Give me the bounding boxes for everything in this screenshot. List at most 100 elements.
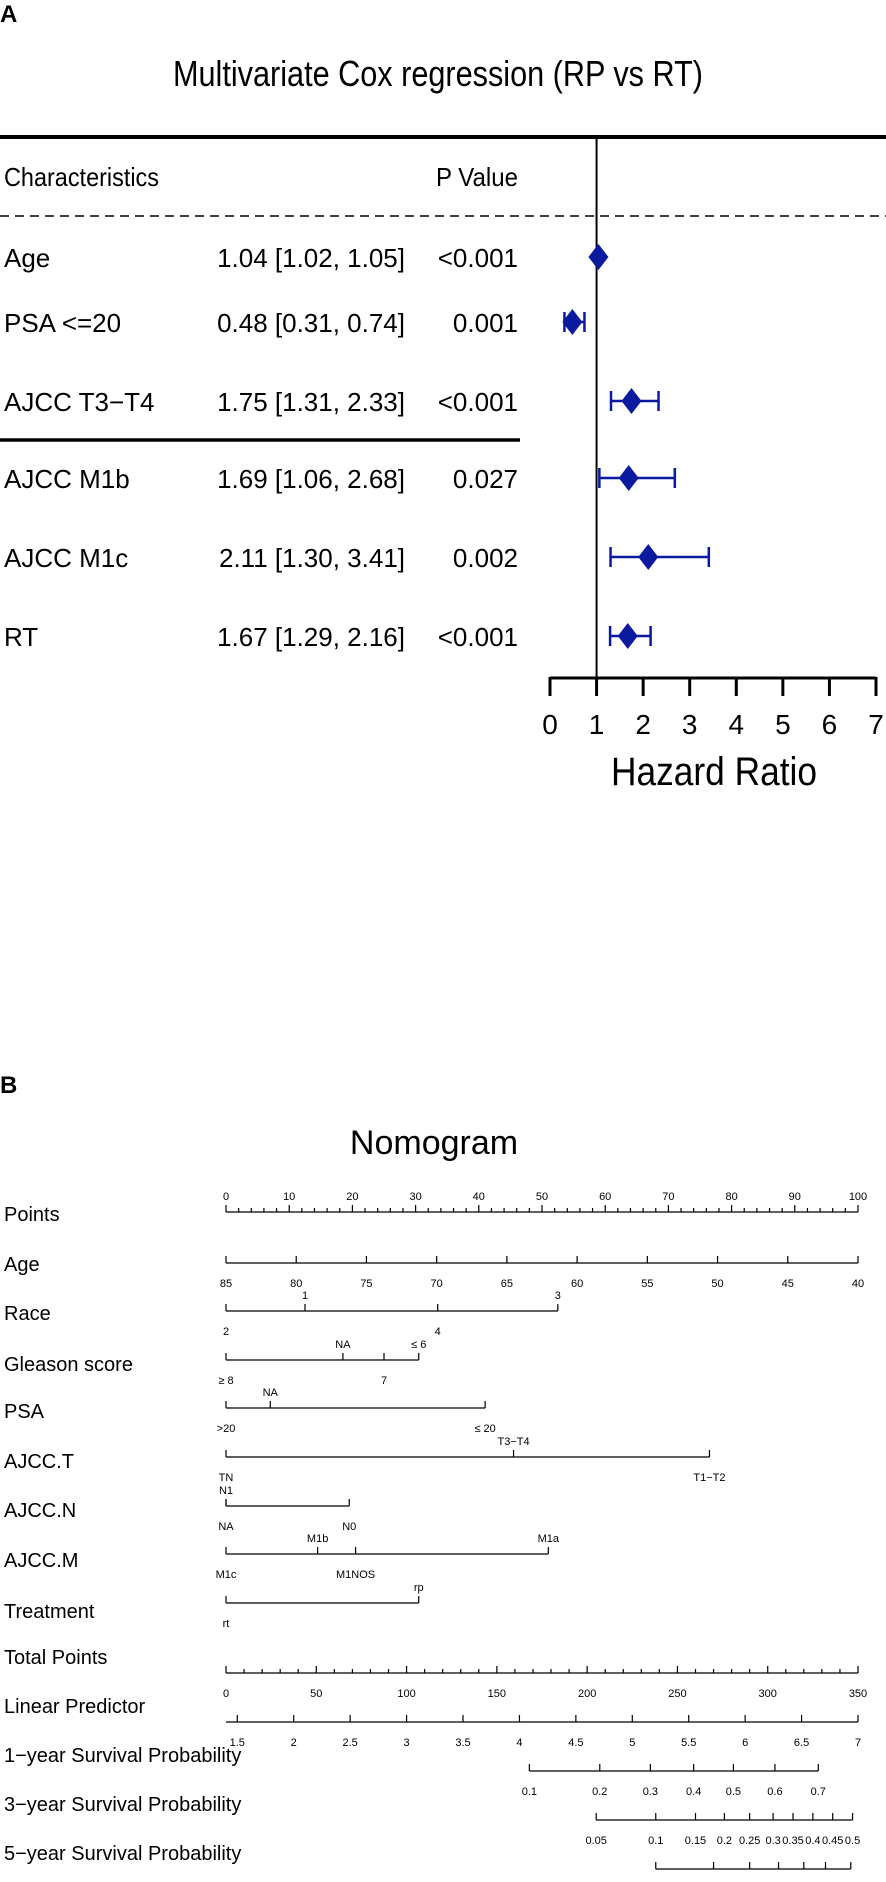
survival-tick-label: 0.2 [592,1786,607,1798]
hr-ci-text: 1.69 [1.06, 2.68] [217,464,405,494]
category-label: 2 [223,1326,229,1338]
category-label: T1−T2 [693,1472,725,1484]
points-tick-label: 50 [536,1191,548,1203]
points-tick-label: 100 [849,1191,867,1203]
points-tick-label: 40 [473,1191,485,1203]
p-value-text: <0.001 [438,387,518,417]
points-tick-label: 60 [599,1191,611,1203]
linear-predictor-tick-label: 6.5 [794,1737,809,1749]
total-points-tick-label: 300 [759,1688,777,1700]
row-label: AJCC M1b [4,464,130,494]
category-label: NA [335,1339,351,1351]
points-tick-label: 0 [223,1191,229,1203]
nomogram-row-label: Treatment [4,1601,95,1623]
survival-tick-label: 0.5 [726,1786,741,1798]
points-tick-label: 80 [725,1191,737,1203]
category-label: N0 [342,1521,356,1533]
category-label: 3 [555,1290,561,1302]
survival-tick-label: 0.1 [522,1786,537,1798]
category-label: ≥ 8 [218,1375,233,1387]
x-tick-label: 2 [635,709,651,740]
survival-tick-label: 0.6 [767,1786,782,1798]
nomogram-row-label: 1−year Survival Probability [4,1745,241,1767]
linear-predictor-tick-label: 3.5 [455,1737,470,1749]
nomogram-row-label: Race [4,1303,51,1325]
survival-tick-label: 0.3 [643,1786,658,1798]
nomogram-row-label: 3−year Survival Probability [4,1794,241,1816]
age-tick-label: 50 [711,1278,723,1290]
linear-predictor-tick-label: 4 [516,1737,522,1749]
total-points-tick-label: 200 [578,1688,596,1700]
age-tick-label: 65 [501,1278,513,1290]
points-tick-label: 90 [789,1191,801,1203]
hr-marker [617,623,638,649]
age-tick-label: 40 [852,1278,864,1290]
survival-tick-label: 0.3 [765,1835,780,1847]
points-tick-label: 30 [409,1191,421,1203]
nomogram-row-label: Total Points [4,1647,107,1669]
survival-tick-label: 0.1 [648,1835,663,1847]
linear-predictor-tick-label: 1.5 [230,1737,245,1749]
linear-predictor-tick-label: 2 [291,1737,297,1749]
category-label: rp [414,1582,424,1594]
linear-predictor-tick-label: 7 [855,1737,861,1749]
category-label: M1a [538,1533,560,1545]
category-label: TN [219,1472,234,1484]
panel-b-label: B [0,1072,17,1099]
nomogram-row-label: Gleason score [4,1354,133,1376]
row-label: RT [4,622,38,652]
survival-tick-label: 0.4 [805,1835,820,1847]
total-points-tick-label: 150 [488,1688,506,1700]
linear-predictor-tick-label: 5 [629,1737,635,1749]
panel-a-label: A [0,1,17,28]
p-value-text: 0.001 [453,308,518,338]
linear-predictor-tick-label: 4.5 [568,1737,583,1749]
category-label: M1b [307,1533,328,1545]
nomogram-row-label: Linear Predictor [4,1696,146,1718]
total-points-tick-label: 350 [849,1688,867,1700]
age-tick-label: 70 [431,1278,443,1290]
panel-a-title: Multivariate Cox regression (RP vs RT) [173,53,703,94]
age-tick-label: 80 [290,1278,302,1290]
category-label: 1 [302,1290,308,1302]
survival-tick-label: 0.15 [685,1835,706,1847]
characteristics-header: Characteristics [4,162,159,192]
total-points-tick-label: 0 [223,1688,229,1700]
age-tick-label: 85 [220,1278,232,1290]
points-tick-label: 20 [346,1191,358,1203]
total-points-tick-label: 50 [310,1688,322,1700]
x-tick-label: 7 [868,709,884,740]
linear-predictor-tick-label: 5.5 [681,1737,696,1749]
x-tick-label: 6 [822,709,838,740]
category-label: >20 [217,1423,236,1435]
p-value-text: 0.002 [453,543,518,573]
category-label: M1NOS [336,1569,375,1581]
hr-ci-text: 1.04 [1.02, 1.05] [217,243,405,273]
survival-tick-label: 0.4 [686,1786,701,1798]
points-tick-label: 10 [283,1191,295,1203]
nomogram-row-label: Points [4,1204,60,1226]
hazard-ratio-label: Hazard Ratio [611,750,817,794]
row-label: Age [4,243,50,273]
category-label: NA [218,1521,234,1533]
total-points-tick-label: 100 [397,1688,415,1700]
nomogram-row-label: PSA [4,1401,45,1423]
category-label: M1c [216,1569,237,1581]
p-value-text: <0.001 [438,622,518,652]
survival-tick-label: 0.5 [845,1835,860,1847]
x-tick-label: 3 [682,709,698,740]
panel-b-title: Nomogram [350,1124,518,1162]
row-label: PSA <=20 [4,308,121,338]
linear-predictor-tick-label: 2.5 [342,1737,357,1749]
p-value-text: 0.027 [453,464,518,494]
survival-tick-label: 0.2 [717,1835,732,1847]
survival-tick-label: 0.7 [811,1786,826,1798]
nomogram-row-label: AJCC.T [4,1451,74,1473]
p-value-text: <0.001 [438,243,518,273]
hr-marker [562,309,583,335]
survival-tick-label: 0.05 [585,1835,606,1847]
survival-tick-label: 0.25 [739,1835,760,1847]
x-tick-label: 5 [775,709,791,740]
